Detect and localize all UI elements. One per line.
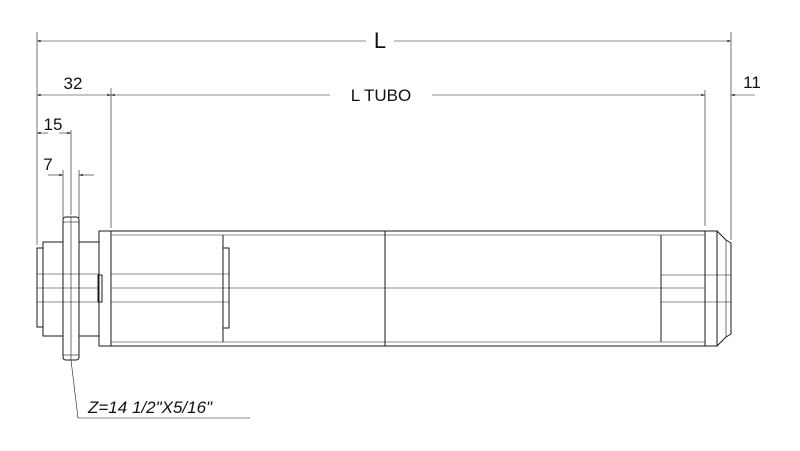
dimension-sprocket-offset: 15 <box>37 115 72 215</box>
dimension-label-l-tubo: L TUBO <box>351 86 411 105</box>
roller-tube <box>98 230 731 347</box>
dimension-label-7: 7 <box>43 155 52 174</box>
sprocket <box>62 216 80 361</box>
dimension-sprocket-width: 7 <box>43 155 94 218</box>
dimension-label-11: 11 <box>743 73 761 92</box>
dimension-right-offset: 11 <box>731 73 761 97</box>
dimension-label-32: 32 <box>64 74 83 93</box>
dimension-tube-length: L TUBO <box>111 86 706 226</box>
sprocket-callout: Z=14 1/2"X5/16" <box>70 359 250 419</box>
dimension-left-offset: 32 <box>37 74 112 228</box>
dimension-total-length: L <box>36 28 732 245</box>
sprocket-spec-label: Z=14 1/2"X5/16" <box>87 398 213 417</box>
hub-sprocket <box>36 216 103 361</box>
dimension-label-l: L <box>374 28 386 53</box>
dimension-label-15: 15 <box>44 115 63 134</box>
end-cap <box>704 230 732 347</box>
